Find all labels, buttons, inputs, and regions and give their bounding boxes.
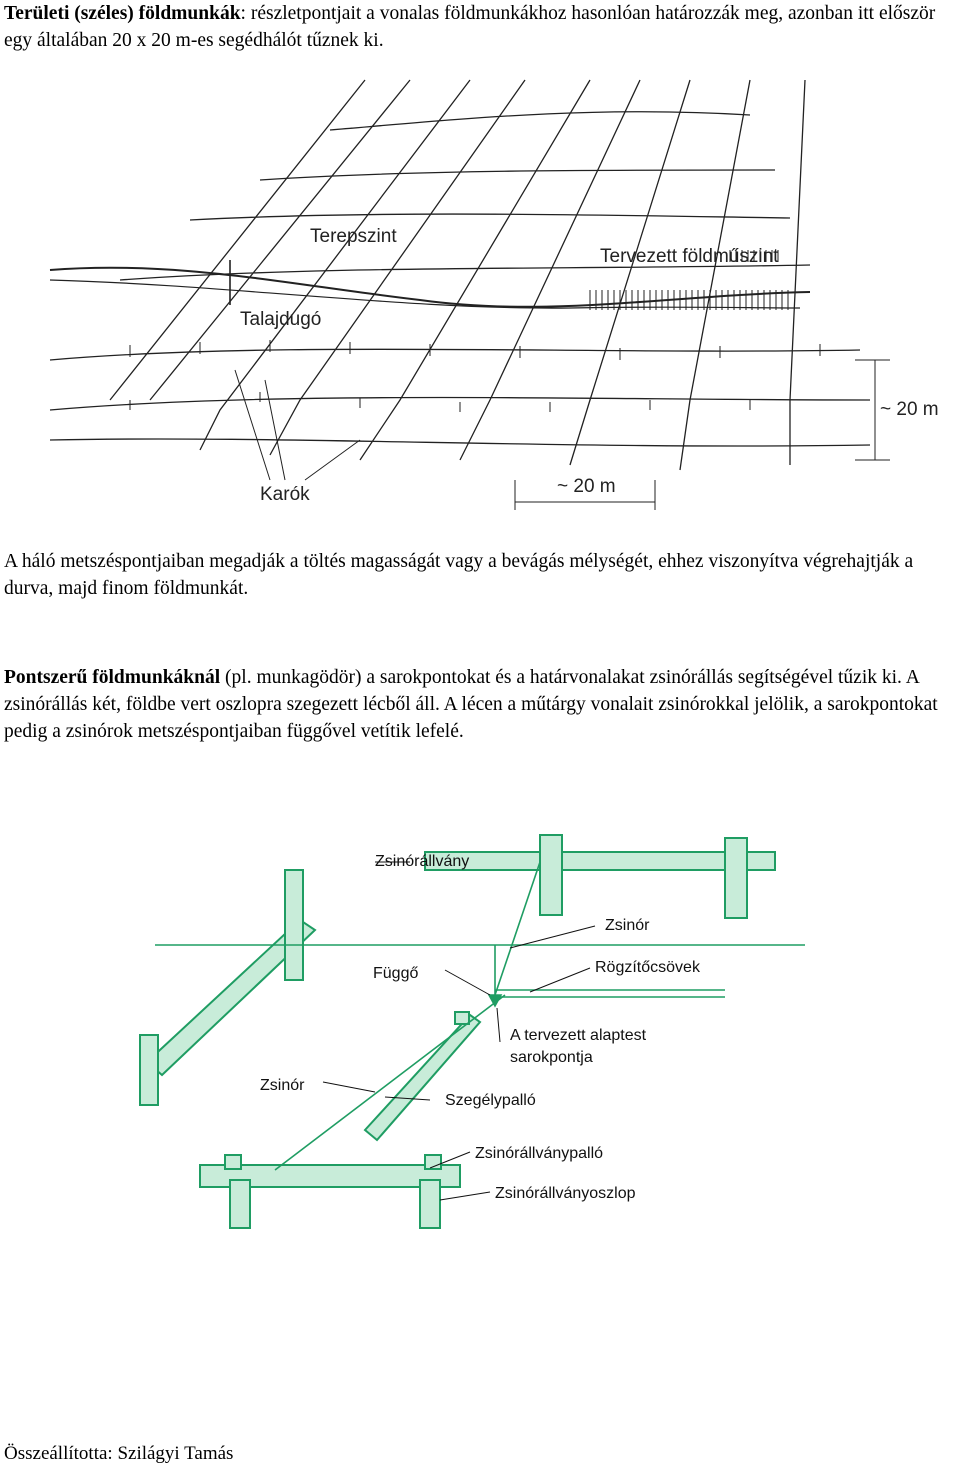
label-fuggo: Függő xyxy=(373,965,418,982)
label-zsinorallvanyoszlop: Zsinórállványoszlop xyxy=(495,1185,636,1202)
intro-paragraph: Területi (széles) földmunkák: részletpon… xyxy=(4,0,952,54)
label-alaptest-line2: sarokpontja xyxy=(510,1049,593,1066)
point-heading: Pontszerű földmunkáknál xyxy=(4,667,220,688)
intro-heading: Területi (széles) földmunkák xyxy=(4,3,241,24)
grid-figure: Terepszint Tervezett földműszint Talajdu… xyxy=(30,70,960,540)
label-dim-horizontal: ~ 20 m xyxy=(557,476,616,497)
label-zsinor-left: Zsinór xyxy=(260,1077,305,1094)
label-karok: Karók xyxy=(260,484,310,505)
label-alaptest-line1: A tervezett alaptest xyxy=(510,1027,647,1044)
label-zsinorallvanypallo: Zsinórállványpalló xyxy=(475,1145,603,1162)
label-tervezett-foldmuszint: Tervezett földműszint xyxy=(600,246,779,267)
label-rogzitocsovek: Rögzítőcsövek xyxy=(595,959,701,976)
batter-board-figure: Zsinórállvány Zsinór Függő Rögzítőcsövek… xyxy=(85,800,830,1235)
label-zsinorallvany: Zsinórállvány xyxy=(375,853,469,870)
label-terepszint: Terepszint xyxy=(310,226,397,247)
label-szegelypallo: Szegélypalló xyxy=(445,1092,536,1109)
footer-author: Összeállította: Szilágyi Tamás xyxy=(4,1442,233,1466)
label-zsinor-top: Zsinór xyxy=(605,917,650,934)
label-dim-vertical: ~ 20 m xyxy=(880,399,939,420)
label-talajdugo: Talajdugó xyxy=(240,309,321,330)
grid-paragraph: A háló metszéspontjaiban megadják a tölt… xyxy=(4,548,952,602)
point-paragraph: Pontszerű földmunkáknál (pl. munkagödör)… xyxy=(4,664,952,745)
